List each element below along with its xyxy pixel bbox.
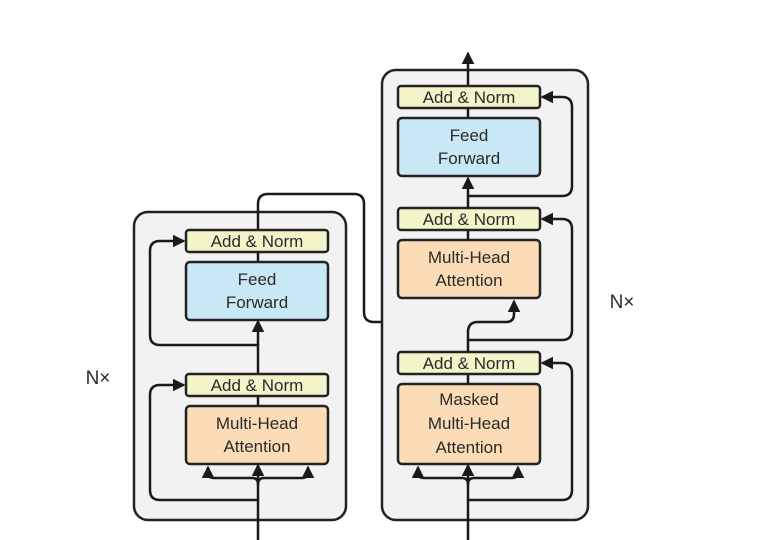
- encoder-residual-2: [148, 234, 260, 347]
- encoder-mha-label-2: Attention: [223, 437, 290, 456]
- decoder-masked-label-3: Attention: [435, 438, 502, 457]
- decoder-masked-label-2: Multi-Head: [428, 414, 510, 433]
- decoder-masked-attention: [396, 382, 542, 466]
- encoder-ff-label-1: Feed: [238, 270, 277, 289]
- encoder-feed-forward: [184, 260, 330, 322]
- decoder-cross-attn-label-2: Attention: [435, 271, 502, 290]
- encoder-repeat-label: N×: [86, 368, 111, 389]
- decoder-add-norm-middle: [396, 206, 542, 232]
- decoder-cross-attn-label-1: Multi-Head: [428, 248, 510, 267]
- encoder-attn-branch-right: [256, 465, 315, 486]
- decoder-add-norm-bottom-label: Add & Norm: [423, 354, 516, 373]
- encoder-add-norm-bottom: [184, 372, 330, 398]
- decoder-repeat-label: N×: [610, 292, 635, 313]
- decoder-masked-branch-right: [466, 465, 525, 486]
- encoder-mha-label-1: Multi-Head: [216, 414, 298, 433]
- decoder-add-norm-top-label: Add & Norm: [423, 88, 516, 107]
- encoder-residual-1: [148, 378, 260, 502]
- decoder-query-arrow: [466, 299, 521, 354]
- encoder-stack: Add & Norm Feed Forward Add & Norm Multi…: [132, 192, 471, 540]
- encoder-stack-box: [132, 210, 348, 522]
- decoder-masked-label-1: Masked: [439, 390, 499, 409]
- encoder-add-norm-top-label: Add & Norm: [211, 232, 304, 251]
- decoder-add-norm-middle-label: Add & Norm: [423, 210, 516, 229]
- decoder-ff-label-1: Feed: [450, 126, 489, 145]
- decoder-ff-label-2: Forward: [438, 149, 500, 168]
- decoder-stack: Add & Norm Feed Forward Add & Norm Multi…: [380, 51, 590, 540]
- decoder-feed-forward: [396, 116, 542, 178]
- encoder-ff-label-2: Forward: [226, 293, 288, 312]
- encoder-add-norm-bottom-label: Add & Norm: [211, 376, 304, 395]
- decoder-cross-attention: [396, 238, 542, 300]
- decoder-residual-3: [466, 90, 574, 198]
- encoder-multi-head-attention: [184, 404, 330, 466]
- encoder-add-norm-top: [184, 228, 330, 254]
- decoder-residual-1: [466, 356, 574, 502]
- decoder-residual-2: [466, 212, 574, 342]
- decoder-add-norm-bottom: [396, 350, 542, 376]
- decoder-add-norm-top: [396, 84, 542, 110]
